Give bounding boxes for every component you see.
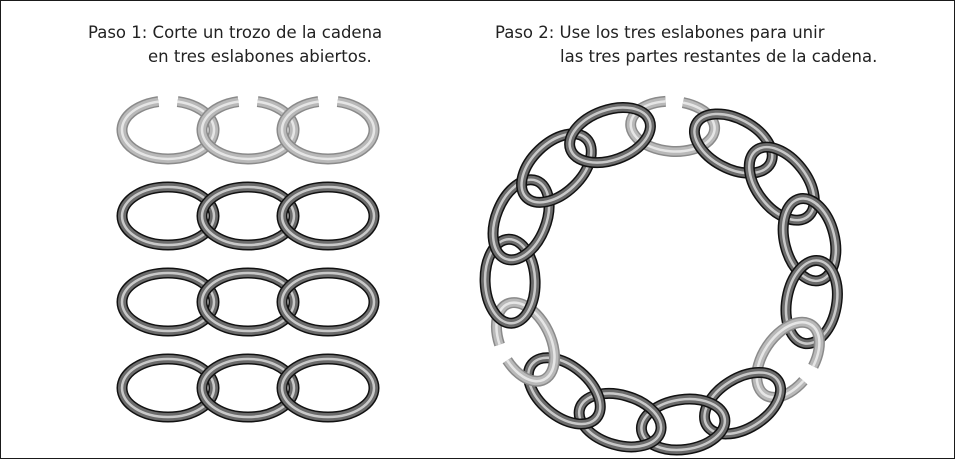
closed-link-2 — [196, 181, 300, 251]
closed-link-ring-10 — [522, 352, 606, 430]
closed-link-1 — [116, 267, 220, 337]
closed-link-ring-3 — [743, 141, 820, 226]
closed-link-ring-12 — [479, 233, 541, 329]
closed-link-ring-14 — [516, 128, 597, 208]
closed-link-3 — [276, 353, 380, 423]
step-1-line-2: en tres eslabones abiertos. — [148, 47, 372, 66]
closed-link-ring-13 — [487, 174, 555, 266]
closed-link-2 — [196, 353, 300, 423]
step-1-line-1: Paso 1: Corte un trozo de la cadena — [88, 23, 383, 42]
closed-link-ring-5 — [780, 254, 843, 350]
closed-link-ring-2 — [688, 108, 778, 179]
closed-link-ring-7 — [699, 366, 787, 440]
open-link-3 — [276, 96, 380, 165]
chain-row-3 — [116, 267, 380, 337]
step-1-caption: Paso 1: Corte un trozo de la cadena en t… — [88, 21, 382, 69]
chain-rows-step-1 — [116, 96, 380, 423]
step-2-caption: Paso 2: Use los tres eslabones para unir… — [495, 21, 877, 69]
chain-ring-step-2 — [479, 95, 843, 456]
closed-link-ring-9 — [573, 388, 667, 453]
closed-link-1 — [116, 181, 220, 251]
step-2-line-2: las tres partes restantes de la cadena. — [560, 47, 878, 66]
closed-link-2 — [196, 267, 300, 337]
closed-link-ring-15 — [564, 102, 656, 169]
chain-row-2 — [116, 181, 380, 251]
closed-link-3 — [276, 181, 380, 251]
closed-link-ring-4 — [777, 193, 842, 287]
chain-row-1 — [116, 96, 380, 165]
step-2-line-1: Paso 2: Use los tres eslabones para unir — [495, 23, 825, 42]
closed-link-1 — [116, 353, 220, 423]
closed-link-3 — [276, 267, 380, 337]
closed-link-ring-8 — [635, 393, 731, 456]
chain-row-4 — [116, 353, 380, 423]
